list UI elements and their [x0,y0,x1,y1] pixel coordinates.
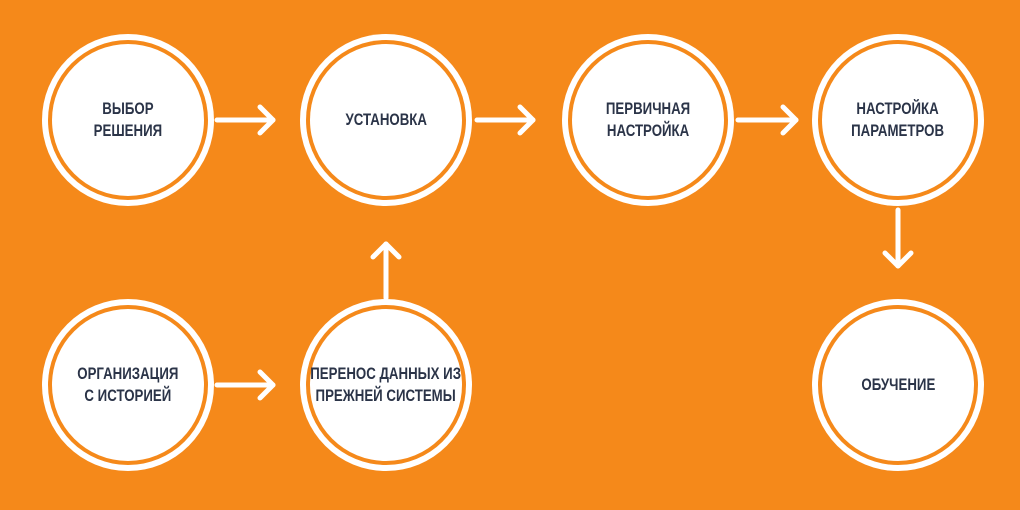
circle-training [812,299,984,471]
circle-initial-setup [562,34,734,206]
step-label: прежней системы [315,386,457,405]
circle-choice [42,34,214,206]
step-param-setup: Настройка параметров [812,34,984,206]
circle-install [300,34,472,206]
step-migration: Перенос данных из прежней системы [300,299,472,471]
step-label: Настройка [856,99,940,118]
step-initial-setup: Первичная настройка [562,34,734,206]
step-label: Установка [345,110,427,129]
arrow-right-icon [214,369,276,401]
step-choice: Выбор решения [42,34,214,206]
step-label: с историей [84,386,172,405]
arrow-right-icon [735,104,799,136]
step-label: настройка [606,121,690,140]
step-install: Установка [300,34,472,206]
step-training: Обучение [812,299,984,471]
step-label: параметров [851,121,945,140]
step-label: Обучение [861,375,935,394]
arrow-right-icon [474,104,536,136]
arrow-down-icon [882,207,914,269]
arrow-up-icon [370,241,402,301]
step-label: Организация [77,364,179,383]
step-label: решения [93,121,163,140]
circle-history [42,299,214,471]
step-history: Организация с историей [42,299,214,471]
circle-migration [300,299,472,471]
arrow-right-icon [214,104,276,136]
step-label: Выбор [102,99,154,118]
step-label: Первичная [605,99,691,118]
circle-param-setup [812,34,984,206]
step-label: Перенос данных из [310,364,462,383]
